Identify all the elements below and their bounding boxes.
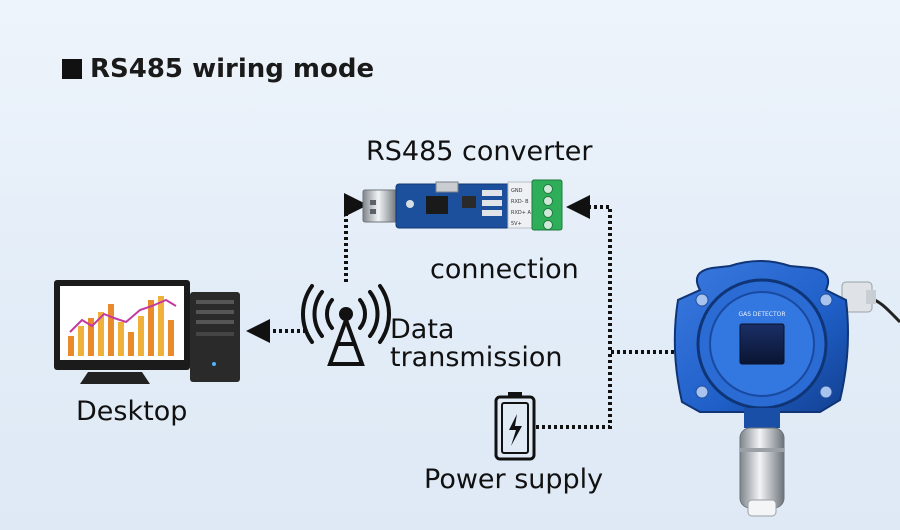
connection-lines bbox=[246, 193, 680, 429]
data-transmission-line1: Data bbox=[390, 314, 455, 345]
pin-label-gnd: GND bbox=[511, 188, 523, 194]
gas-detector-icon: GAS DETECTOR bbox=[673, 260, 900, 517]
data-transmission-line2: transmission bbox=[390, 342, 563, 374]
page-title-text: RS485 wiring mode bbox=[90, 54, 375, 84]
battery-icon bbox=[494, 392, 536, 461]
line-antenna-to-converter bbox=[344, 193, 368, 282]
power-supply-label: Power supply bbox=[424, 464, 604, 495]
pin-label-5v: 5V+ bbox=[511, 221, 522, 227]
screen-chart bbox=[68, 296, 177, 356]
line-detector-to-converter bbox=[566, 195, 680, 354]
title-bullet bbox=[62, 59, 82, 79]
computer-icon bbox=[54, 280, 240, 384]
usb-converter-icon: GND RXD- B RXD+ A 5V+ bbox=[362, 179, 563, 231]
antenna-icon bbox=[301, 284, 391, 366]
connection-label: connection bbox=[430, 254, 579, 285]
detector-label: GAS DETECTOR bbox=[738, 311, 785, 318]
pin-label-b: RXD- B bbox=[511, 199, 529, 205]
pin-label-a: RXD+ A bbox=[511, 210, 532, 216]
line-power-to-trunk bbox=[536, 352, 612, 429]
page-title: RS485 wiring mode bbox=[62, 54, 374, 84]
desktop-label: Desktop bbox=[76, 396, 188, 427]
data-transmission-label: Data transmission bbox=[390, 314, 563, 374]
converter-label: RS485 converter bbox=[366, 136, 593, 167]
